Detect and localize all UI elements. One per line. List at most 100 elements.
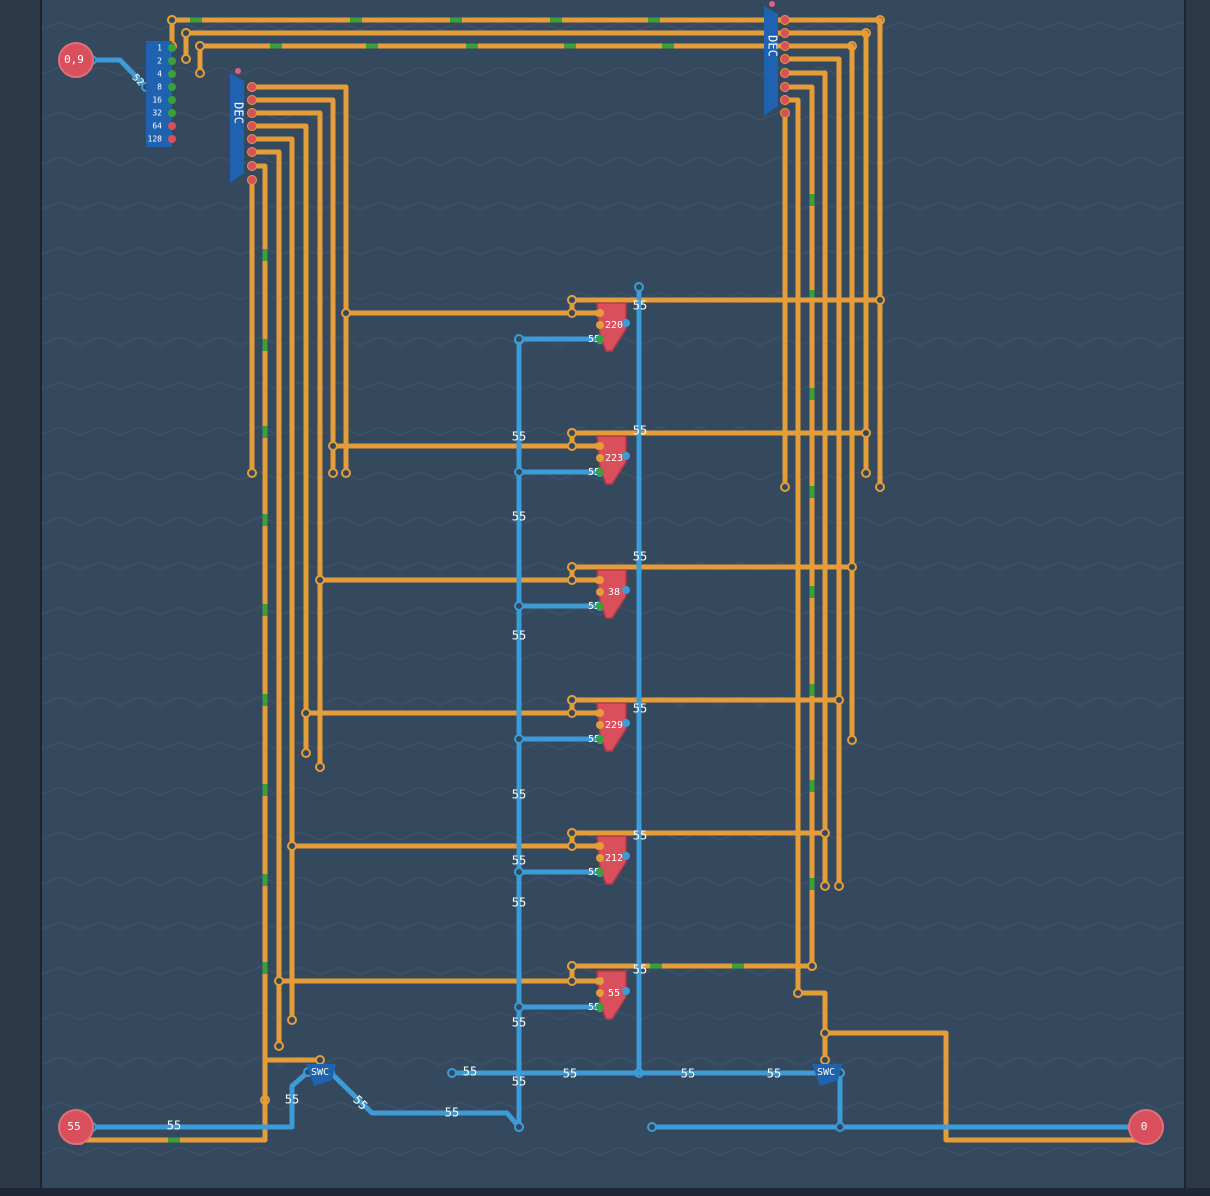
pin[interactable]	[596, 588, 604, 596]
wire-node[interactable]	[167, 15, 177, 25]
pin[interactable]	[781, 29, 789, 37]
wire-node[interactable]	[315, 1055, 325, 1065]
wire-node[interactable]	[647, 1122, 657, 1132]
signal-wire[interactable]	[782, 43, 855, 743]
input-node-top[interactable]: 0,9	[58, 42, 94, 78]
pin[interactable]	[622, 719, 630, 727]
pin[interactable]	[168, 122, 176, 130]
pin[interactable]	[248, 135, 256, 143]
pin[interactable]	[168, 44, 176, 52]
pin[interactable]	[248, 83, 256, 91]
pin[interactable]	[248, 96, 256, 104]
input-node-top-circle[interactable]	[58, 42, 94, 78]
pin[interactable]	[168, 135, 176, 143]
pin[interactable]	[596, 454, 604, 462]
pin[interactable]	[168, 96, 176, 104]
pin[interactable]	[248, 109, 256, 117]
wire-node[interactable]	[567, 976, 577, 986]
wire-node[interactable]	[780, 482, 790, 492]
wire-node[interactable]	[567, 841, 577, 851]
pin[interactable]	[168, 109, 176, 117]
signal-wire[interactable]	[782, 56, 842, 889]
wire-node[interactable]	[820, 881, 830, 891]
wire-node[interactable]	[834, 695, 844, 705]
wire-node[interactable]	[835, 1122, 845, 1132]
pin[interactable]	[248, 148, 256, 156]
switch-chip[interactable]: SWC	[812, 1064, 842, 1086]
wire-node[interactable]	[447, 1068, 457, 1078]
decoder-select-pin[interactable]	[769, 1, 775, 7]
signal-wire[interactable]	[782, 70, 828, 889]
wire-node[interactable]	[341, 468, 351, 478]
pin[interactable]	[622, 987, 630, 995]
pin[interactable]	[168, 70, 176, 78]
signal-wire[interactable]	[249, 123, 309, 756]
pin[interactable]	[248, 122, 256, 130]
signal-wire[interactable]	[782, 84, 815, 969]
pin[interactable]	[622, 586, 630, 594]
switch-chip[interactable]: SWC	[306, 1064, 336, 1086]
wire-node[interactable]	[567, 441, 577, 451]
decoder-select-pin[interactable]	[235, 68, 241, 74]
wire-node[interactable]	[328, 441, 338, 451]
wire-node[interactable]	[567, 428, 577, 438]
output-node[interactable]: 0	[1128, 1109, 1164, 1145]
input-node-bottom-circle[interactable]	[58, 1109, 94, 1145]
pin[interactable]	[596, 442, 604, 450]
pin[interactable]	[596, 868, 604, 876]
wire-node[interactable]	[181, 54, 191, 64]
wire-node[interactable]	[567, 562, 577, 572]
signal-wire[interactable]	[782, 17, 883, 490]
pin[interactable]	[596, 576, 604, 584]
bus-wire[interactable]	[89, 57, 149, 90]
wire-node[interactable]	[181, 28, 191, 38]
wire-node[interactable]	[861, 428, 871, 438]
pin[interactable]	[596, 721, 604, 729]
wire-node[interactable]	[634, 282, 644, 292]
wire-node[interactable]	[195, 41, 205, 51]
pin[interactable]	[622, 452, 630, 460]
signal-wire[interactable]	[249, 136, 295, 1023]
pin[interactable]	[596, 989, 604, 997]
signal-wire[interactable]	[795, 990, 1149, 1143]
pin[interactable]	[596, 602, 604, 610]
wire-node[interactable]	[567, 695, 577, 705]
wire-node[interactable]	[514, 867, 524, 877]
wire-node[interactable]	[567, 308, 577, 318]
decoder-chip[interactable]: DEC	[764, 1, 789, 117]
decoder-body[interactable]	[764, 6, 778, 116]
pin[interactable]	[596, 468, 604, 476]
signal-wire[interactable]	[249, 149, 282, 1049]
pin[interactable]	[781, 109, 789, 117]
wire-node[interactable]	[287, 841, 297, 851]
switch-body[interactable]	[306, 1064, 336, 1086]
wire-node[interactable]	[820, 1028, 830, 1038]
wire-node[interactable]	[328, 468, 338, 478]
wire-node[interactable]	[195, 68, 205, 78]
splitter-body[interactable]	[146, 41, 172, 147]
pin[interactable]	[781, 16, 789, 24]
pin[interactable]	[781, 83, 789, 91]
wire-node[interactable]	[514, 334, 524, 344]
pin[interactable]	[248, 176, 256, 184]
input-node-bottom[interactable]: 55	[58, 1109, 94, 1145]
wire-node[interactable]	[315, 575, 325, 585]
switch-body[interactable]	[812, 1064, 842, 1086]
pin[interactable]	[622, 319, 630, 327]
wire-node[interactable]	[514, 1122, 524, 1132]
pin[interactable]	[168, 57, 176, 65]
wire-node[interactable]	[274, 976, 284, 986]
pin[interactable]	[622, 852, 630, 860]
wire-node[interactable]	[287, 1015, 297, 1025]
wire-node[interactable]	[861, 468, 871, 478]
pin[interactable]	[781, 96, 789, 104]
wire-node[interactable]	[514, 467, 524, 477]
pin[interactable]	[248, 162, 256, 170]
